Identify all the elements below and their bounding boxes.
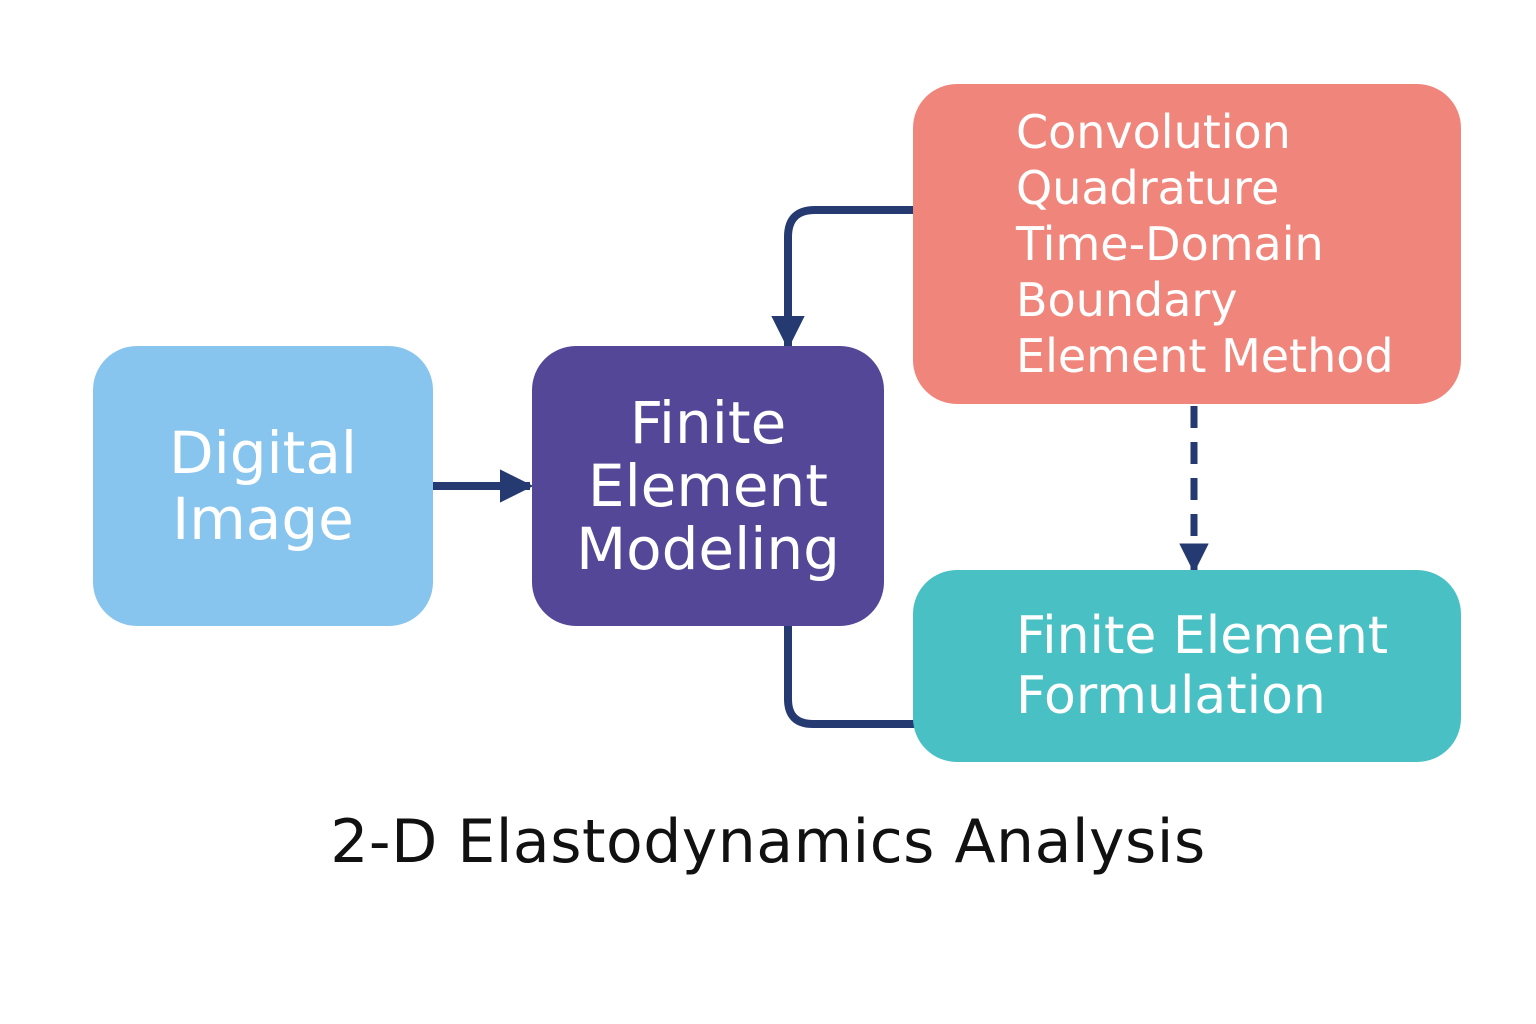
arrow-cq-to-fem <box>771 206 913 350</box>
connector-fem-to-fef <box>784 626 918 728</box>
cq-label-line-3: Time-Domain <box>1016 217 1324 271</box>
diagram-caption: 2-D Elastodynamics Analysis <box>330 807 1206 877</box>
fem-label-line-2: Element <box>587 451 829 520</box>
digital-image-label-line-2: Image <box>172 485 354 553</box>
fef-label-line-2: Formulation <box>1016 666 1326 726</box>
convolution-quadrature-box: Convolution Quadrature Time-Domain Bound… <box>913 84 1461 404</box>
fef-label-line-1: Finite Element <box>1016 606 1389 666</box>
digital-image-label-line-1: Digital <box>168 419 358 487</box>
digital-image-box: Digital Image <box>93 346 433 626</box>
cq-label-line-2: Quadrature <box>1016 161 1280 215</box>
cq-label-line-1: Convolution <box>1016 105 1291 159</box>
cq-label-line-5: Element Method <box>1016 329 1394 383</box>
finite-element-modeling-box: Finite Element Modeling <box>532 346 884 626</box>
cq-label-line-4: Boundary <box>1016 273 1238 327</box>
finite-element-formulation-box: Finite Element Formulation <box>913 570 1461 762</box>
fem-label-line-1: Finite <box>629 388 787 457</box>
fem-label-line-3: Modeling <box>576 514 840 583</box>
